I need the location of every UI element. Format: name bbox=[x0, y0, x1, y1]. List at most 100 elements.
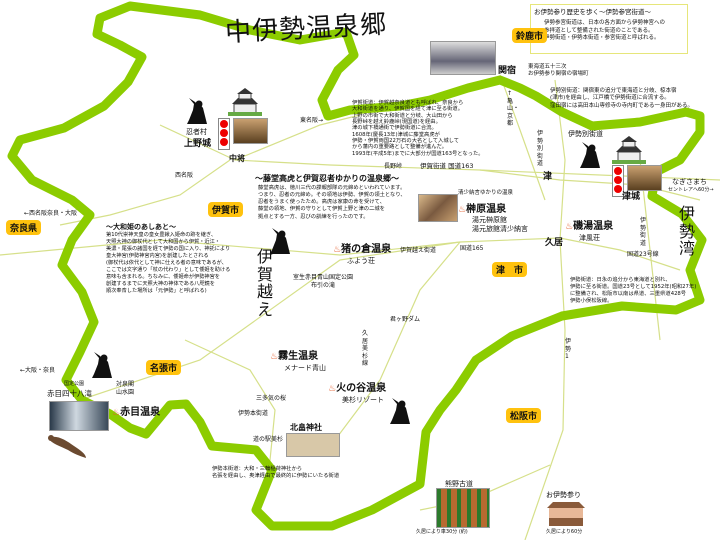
label-oise-time: 久居により60分 bbox=[546, 529, 583, 535]
label-ueno-castle: 上野城 bbox=[184, 139, 212, 149]
hot-spring-icon: ♨ bbox=[112, 408, 121, 418]
road-label-ise-betsu-vertical: 伊勢別街道 bbox=[537, 130, 544, 167]
road-label-kameyama: ↑亀山・京都 bbox=[507, 90, 520, 127]
label-kitabatake-shrine: 北畠神社 bbox=[290, 423, 322, 432]
ninja-icon bbox=[92, 352, 112, 378]
road-label-nagano: 長野峠 bbox=[384, 163, 403, 170]
region-iga-goe: 伊賀越え bbox=[256, 247, 273, 319]
road-label-iga-kaido: 伊賀街道 国道163 bbox=[420, 162, 474, 170]
note-todo: 藤堂高虎は、徳川三代の諜報部隊の元締めといわれています。 つまり、忍者の元締め。… bbox=[258, 185, 406, 220]
road-label-ise-1: 伊勢1 bbox=[565, 338, 572, 360]
road-ise-1 bbox=[524, 79, 566, 540]
onsen-akame[interactable]: ♨赤目温泉 bbox=[112, 400, 160, 419]
label-michi-no-eki: 道の駅美杉 bbox=[253, 436, 284, 443]
road-label-r23: 国道23号線 bbox=[627, 251, 659, 258]
onsen-name: 猪の倉温泉 bbox=[341, 244, 392, 255]
label-akame-48-falls: 赤目四十八滝 bbox=[47, 389, 92, 398]
prefecture-border bbox=[7, 1, 707, 531]
onsen-sub: メナード青山 bbox=[284, 364, 326, 372]
onsen-name: 赤目温泉 bbox=[120, 407, 161, 418]
onsen-sub: 津風荘 bbox=[579, 234, 600, 242]
note-yamato: 第10代崇神天皇の皇女豊鍬入姫命の跡を継ぎ、 天照大神の御杖代として大和国から伊… bbox=[106, 232, 231, 295]
ninja-icon bbox=[270, 228, 290, 254]
ninja-icon bbox=[187, 98, 207, 124]
onsen-sub: 美杉リゾート bbox=[342, 396, 384, 404]
road-kui bbox=[334, 241, 461, 441]
info-box-title: お伊勢参り歴史を歩く〜伊勢参宮街道〜 bbox=[534, 8, 651, 16]
label-misugi-sakura: 三多気の桜 bbox=[256, 395, 287, 402]
note-yamato-title: 〜大和姫のあしあと〜 bbox=[106, 223, 176, 231]
label-kumano-kodo: 熊野古道 bbox=[445, 480, 473, 488]
onsen-name: 霧生温泉 bbox=[278, 351, 319, 362]
city-matsusaka: 松阪市 bbox=[506, 408, 542, 423]
todo-portrait-image bbox=[233, 118, 268, 144]
hot-spring-icon: ♨ bbox=[270, 352, 279, 362]
road-route-163 bbox=[159, 114, 720, 181]
road-label-r165: 国道165 bbox=[460, 245, 484, 252]
hot-spring-icon: ♨ bbox=[458, 205, 467, 215]
todo-portrait-image bbox=[627, 165, 662, 191]
shrine-icon bbox=[547, 502, 585, 526]
note-iga-kaido: 伊賀街道：伊賀越奈良道とも呼ばれ、奈良から 大和街道を通り、伊賀国を経て津に至る… bbox=[352, 100, 484, 157]
info-box-body: 伊勢参宮街道は、日本の各方面から伊勢神宮への 参拝道として整備された街道のことで… bbox=[544, 20, 666, 41]
road-label-to-osaka-nara: ←大阪・奈良 bbox=[20, 367, 56, 374]
label-taisen-sansui: 対泉閣 山水園 bbox=[116, 381, 135, 397]
road-label-igagoe-kaido: 伊賀越え街道 bbox=[400, 247, 437, 254]
label-kumano-time: 久居により車30分 (約) bbox=[416, 529, 468, 535]
road-label-ise-kaido: 伊勢街道 bbox=[640, 217, 647, 247]
prefecture-nara: 奈良県 bbox=[6, 220, 42, 235]
region-ise-bay: 伊勢湾 bbox=[678, 204, 695, 259]
note-ise-kaido: 伊勢街道：日永の追分から東海道と別れ、 伊勢に至る街道。国道23号として1952… bbox=[570, 277, 697, 305]
road-south bbox=[79, 241, 461, 401]
label-ninja-village: 忍者村 bbox=[186, 128, 207, 136]
note-todo-title: 〜藤堂高虎と伊賀忍者ゆかりの温泉郷〜 bbox=[255, 174, 399, 183]
crest-flag-icon bbox=[612, 165, 624, 197]
kitabatake-document-image bbox=[286, 433, 340, 457]
road-label-nishi-meihan: 西名阪 bbox=[175, 172, 194, 179]
city-tsu: 津 市 bbox=[492, 262, 528, 277]
onsen-name: 火の谷温泉 bbox=[336, 383, 387, 394]
onsen-sakakibara-note: 清少納言ゆかりの温泉 bbox=[458, 190, 514, 196]
seki-ukiyoe-image bbox=[430, 41, 496, 75]
note-ise-hon: 伊勢本街道：大和・三輪稲荷神社から 名張を経由し、奥津経由で最終的に伊勢にいたる… bbox=[212, 466, 340, 480]
hot-spring-icon: ♨ bbox=[333, 245, 342, 255]
city-nabari: 名張市 bbox=[146, 360, 182, 375]
city-suzuka: 鈴鹿市 bbox=[512, 28, 548, 43]
onsen-sub: 湯元榊原館 湯元旅館清少納言 bbox=[472, 216, 528, 234]
onsen-name: 磯湯温泉 bbox=[573, 221, 614, 232]
label-nakase: 中将 bbox=[229, 154, 245, 163]
label-nagisa-machi: なぎさまち bbox=[672, 178, 707, 186]
road-label-ise-hon: 伊勢本街道 bbox=[238, 410, 269, 417]
road-label-kui-misugi: 久居美杉線 bbox=[362, 330, 369, 367]
road-label-higashi-meihan: 東名阪→ bbox=[300, 117, 324, 124]
ninja-icon bbox=[390, 398, 410, 424]
hot-spring-icon: ♨ bbox=[328, 384, 337, 394]
label-kimigano-dam: 君ヶ野ダム bbox=[390, 316, 421, 323]
ninja-icon bbox=[580, 142, 600, 168]
label-kui: 久居 bbox=[545, 238, 564, 248]
onsen-hinotani[interactable]: ♨火の谷温泉美杉リゾート bbox=[328, 376, 386, 405]
crest-flag-icon bbox=[218, 118, 230, 150]
label-oise-mairi: お伊勢参り bbox=[546, 491, 581, 499]
onsen-isoyu[interactable]: ♨磯湯温泉津風荘 bbox=[565, 214, 613, 243]
city-iga: 伊賀市 bbox=[208, 202, 244, 217]
onsen-inokura[interactable]: ♨猪の倉温泉ふよう荘 bbox=[333, 237, 391, 266]
onsen-kiryu[interactable]: ♨霧生温泉メナード青山 bbox=[270, 344, 326, 373]
seishonagon-image bbox=[418, 194, 458, 222]
note-ise-betsu: 伊勢別街道：関宿東の追分で東海道と分岐、椋本宿 (津市)を経由し、江戸橋で伊勢街… bbox=[550, 88, 693, 109]
road-tsu bbox=[479, 169, 701, 201]
label-nagisa-sub: セントレアへ60分→ bbox=[668, 187, 714, 193]
label-seki-shuku: 関宿 bbox=[498, 66, 517, 76]
road-label-to-nara-osaka: ←西名阪奈良・大阪 bbox=[24, 210, 78, 217]
onsen-sakakibara[interactable]: ♨榊原温泉湯元榊原館 湯元旅館清少納言 bbox=[458, 197, 528, 234]
label-akame-sub: 国定公園 bbox=[64, 381, 85, 387]
label-tsu: 津 bbox=[543, 172, 553, 182]
ueno-castle-icon bbox=[228, 88, 262, 116]
onsen-name: 榊原温泉 bbox=[466, 204, 507, 215]
hot-spring-icon: ♨ bbox=[565, 222, 574, 232]
label-tsu-castle: 津城 bbox=[622, 192, 641, 202]
salamander-icon bbox=[48, 435, 86, 458]
label-ise-betsu-kaido: 伊勢別街道 bbox=[568, 130, 603, 138]
label-muro-akame: 室生赤目青山国定公園 布引の滝 bbox=[293, 274, 354, 290]
